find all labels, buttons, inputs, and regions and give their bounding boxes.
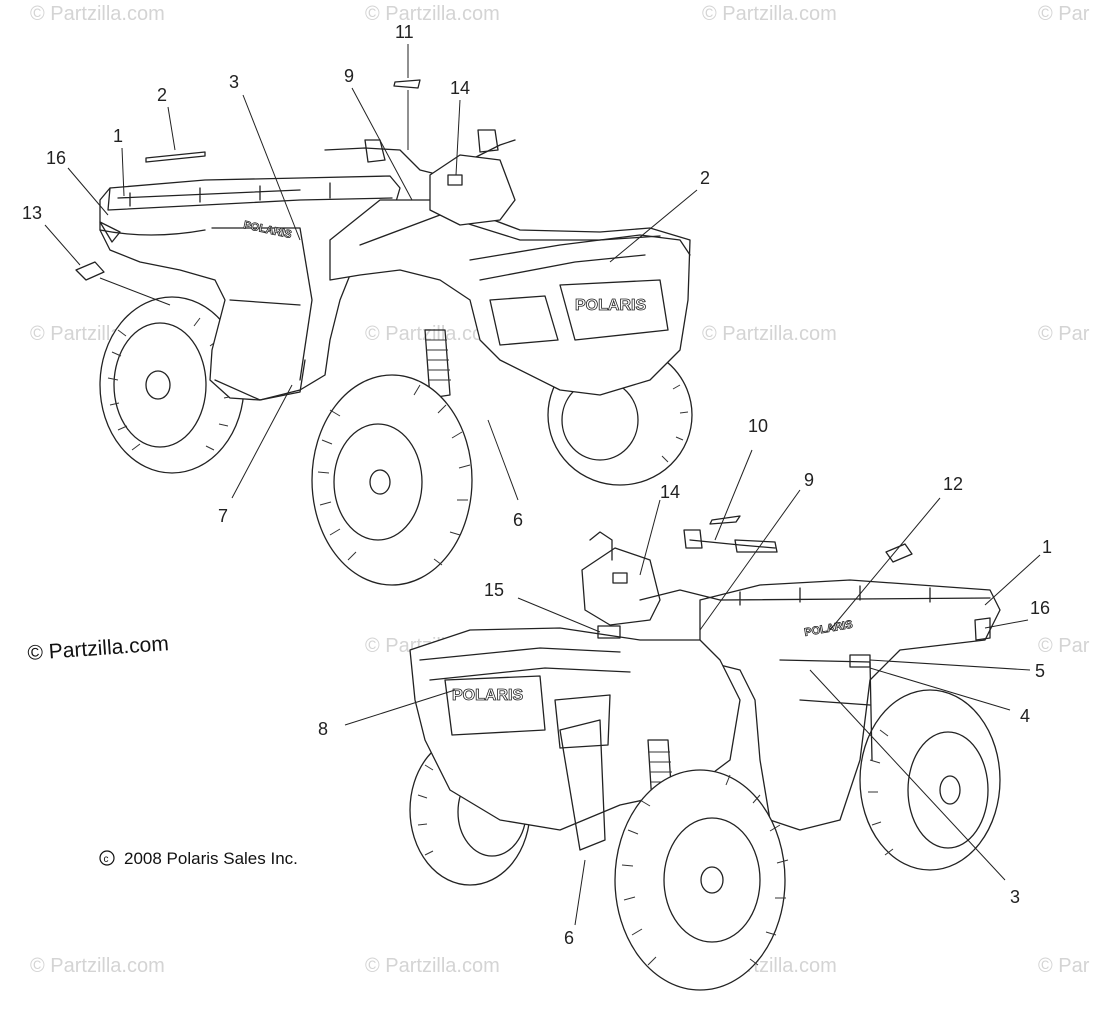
watermark: © Partzilla.com bbox=[30, 3, 165, 25]
callout-label: 14 bbox=[450, 78, 470, 98]
leader-lines bbox=[44, 44, 1041, 926]
callout-label: 7 bbox=[218, 506, 228, 526]
decal-10 bbox=[709, 515, 741, 525]
callout-label: 4 bbox=[1020, 706, 1030, 726]
watermark: © Partzilla.com bbox=[365, 323, 500, 345]
decal-2 bbox=[145, 151, 206, 163]
callout-label: 14 bbox=[660, 482, 680, 502]
callout-label: 9 bbox=[804, 470, 814, 490]
atv-body-front: POLARIS POLARIS bbox=[409, 529, 1001, 851]
callout-label: 3 bbox=[229, 72, 239, 92]
callout-label: 13 bbox=[22, 203, 42, 223]
front-near-wheel bbox=[311, 374, 473, 586]
brand-logo: POLARIS bbox=[452, 687, 523, 704]
callout-label: 10 bbox=[748, 416, 768, 436]
watermark: © Par bbox=[1038, 635, 1090, 657]
watermark: © Par bbox=[1038, 323, 1090, 345]
callout-label: 2 bbox=[700, 168, 710, 188]
callout-label: 8 bbox=[318, 719, 328, 739]
atv-front-view: POLARIS POLARIS bbox=[409, 515, 1001, 991]
callout-labels: 1 2 3 9 11 14 16 13 2 7 6 10 9 12 14 1 1… bbox=[22, 22, 1052, 948]
rear-far-wheel bbox=[859, 689, 1001, 871]
watermark: © Partzilla.com bbox=[30, 955, 165, 977]
copyright-text: 2008 Polaris Sales Inc. bbox=[124, 849, 298, 868]
callout-label: 9 bbox=[344, 66, 354, 86]
decal-11 bbox=[393, 79, 421, 89]
callout-label: 1 bbox=[1042, 537, 1052, 557]
callout-label: 15 bbox=[484, 580, 504, 600]
atv-rear-view: POLARIS POLARIS bbox=[75, 79, 693, 586]
watermark: © Partzilla.com bbox=[365, 955, 500, 977]
copyright-notice: c 2008 Polaris Sales Inc. bbox=[99, 849, 298, 868]
watermark: © Par bbox=[1038, 3, 1090, 25]
watermark: © Par bbox=[1038, 955, 1090, 977]
watermark: © Partzilla.com bbox=[702, 323, 837, 345]
watermark: © Partzilla.com bbox=[365, 3, 500, 25]
callout-label: 12 bbox=[943, 474, 963, 494]
front-right-wheel bbox=[614, 769, 789, 991]
callout-label: 5 bbox=[1035, 661, 1045, 681]
callout-label: 16 bbox=[46, 148, 66, 168]
callout-label: 11 bbox=[395, 22, 414, 42]
callout-label: 2 bbox=[157, 85, 167, 105]
site-credit: © Partzilla.com bbox=[27, 632, 170, 665]
copyright-symbol: c bbox=[104, 854, 109, 865]
brand-logo: POLARIS bbox=[575, 297, 646, 314]
callout-label: 16 bbox=[1030, 598, 1050, 618]
callout-label: 1 bbox=[113, 126, 123, 146]
decal-12 bbox=[885, 543, 913, 563]
callout-label: 6 bbox=[513, 510, 523, 530]
callout-label: 3 bbox=[1010, 887, 1020, 907]
watermark: © Partzilla.com bbox=[702, 3, 837, 25]
callout-label: 6 bbox=[564, 928, 574, 948]
decal-13 bbox=[75, 261, 105, 281]
atv-body: POLARIS POLARIS bbox=[99, 129, 691, 401]
